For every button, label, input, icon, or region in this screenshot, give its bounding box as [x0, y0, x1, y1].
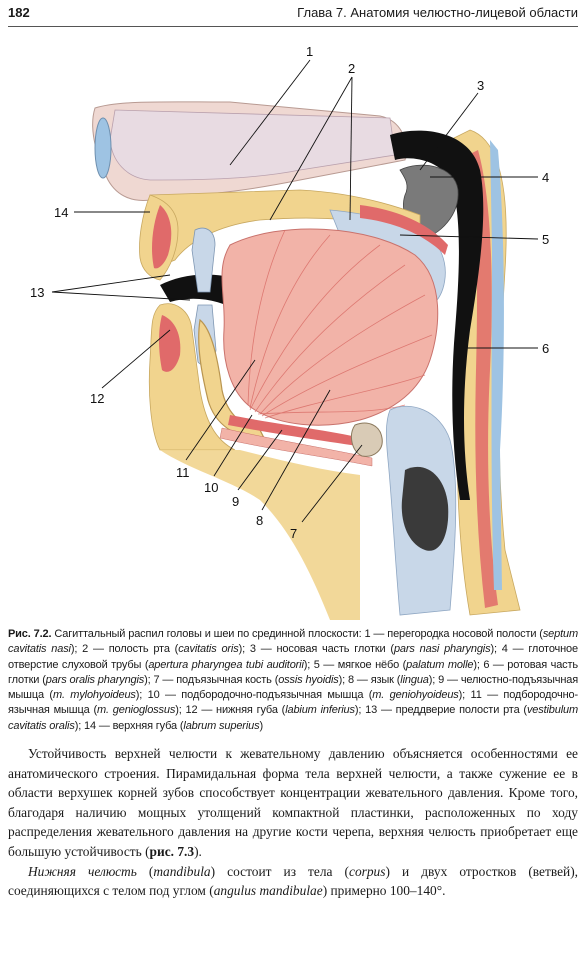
- tongue-fibers: [247, 229, 433, 419]
- callout-8: 8: [256, 513, 263, 528]
- caption-run: labrum superius: [183, 719, 260, 732]
- prevertebral-muscle: [468, 150, 498, 608]
- paragraph-1-text: Устойчивость верхней челюсти к жевательн…: [8, 746, 578, 859]
- callout-2: 2: [348, 61, 355, 76]
- caption-run: ); 3 — носовая часть глотки (: [238, 643, 395, 656]
- caption-run: labium inferius: [285, 704, 355, 717]
- paragraph-2-run: mandibula: [153, 863, 211, 879]
- caption-run: Сагиттальный распил головы и шеи по сред…: [51, 628, 543, 640]
- caption-run: ); 13 — преддверие полости рта (: [354, 704, 527, 717]
- figure-caption: Рис. 7.2. Сагиттальный распил головы и ш…: [8, 627, 578, 734]
- caption-run: m. mylohyoideus: [52, 689, 136, 702]
- caption-run: ); 4 — глоточное отверстие слуховой труб…: [8, 643, 578, 671]
- body-text: Устойчивость верхней челюсти к жевательн…: [8, 744, 578, 901]
- caption-run: ); 8 — язык (: [338, 673, 401, 686]
- paragraph-2-run: ) состоит из тела (: [210, 863, 350, 879]
- paragraph-2-run: ) и двух отростков (ветвей), соединяющих…: [8, 863, 578, 899]
- figure-label: Рис. 7.2.: [8, 628, 52, 640]
- caption-run: ); 12 — нижняя губа (: [175, 704, 286, 717]
- figure-reference: рис. 7.3: [149, 843, 195, 859]
- laryngeal-cavity: [401, 466, 449, 551]
- paragraph-2-run: Нижняя челюсть: [28, 863, 137, 879]
- caption-run: apertura pharyngea tubi auditorii: [148, 658, 304, 671]
- paragraph-1-end: ).: [194, 843, 202, 859]
- caption-run: ); 6 — ротовая часть глотки (: [8, 658, 578, 686]
- paragraph-2-run: angulus mandibulae: [213, 883, 323, 899]
- callout-1: 1: [306, 44, 313, 59]
- caption-run: m. genioglossus: [96, 704, 176, 717]
- anatomy-figure: 1 2 3 4 5 6 7 8 9 10 11 12 13 14: [0, 30, 586, 620]
- caption-run: ossis hyoidis: [278, 673, 339, 686]
- caption-run: ); 11 — подбородочно-язычная мышца (: [8, 689, 578, 717]
- mucosa-strip: [490, 140, 504, 590]
- paragraph-2-run: (: [136, 863, 154, 879]
- caption-run: ); 9 — челюстно-подъязычная мышца (: [8, 673, 579, 702]
- paragraph-2: Нижняя челюсть (mandibula) состоит из те…: [8, 862, 578, 901]
- neck-soft-tissue: [160, 450, 360, 620]
- page-header: 182 Глава 7. Анатомия челюстно-лицевой о…: [8, 4, 578, 27]
- caption-run: septum cavitatis nasi: [8, 628, 578, 656]
- callout-4: 4: [542, 170, 549, 185]
- geniohyoid-muscle: [228, 415, 372, 448]
- callout-6: 6: [542, 341, 549, 356]
- nasopharynx: [390, 130, 484, 500]
- hyoid-bone: [351, 422, 383, 457]
- callout-10: 10: [204, 480, 218, 495]
- paragraph-1: Устойчивость верхней челюсти к жевательн…: [8, 744, 578, 862]
- callout-9: 9: [232, 494, 239, 509]
- caption-run: pars oralis pharyngis: [45, 673, 145, 686]
- callout-5: 5: [542, 232, 549, 247]
- caption-run: ); 5 — мягкое нёбо (: [303, 658, 407, 671]
- callout-3: 3: [477, 78, 484, 93]
- caption-run: ); 10 — подбородочно-подъязычная мышца (: [135, 689, 373, 702]
- caption-run: ); 2 — полость рта (: [70, 643, 179, 656]
- caption-run: m. geniohyoideus: [372, 689, 459, 702]
- sagittal-section-illustration: 1 2 3 4 5 6 7 8 9 10 11 12 13 14: [30, 44, 549, 620]
- chapter-title: Глава 7. Анатомия челюстно-лицевой облас…: [297, 5, 578, 20]
- caption-text: Сагиттальный распил головы и шеи по сред…: [8, 628, 578, 732]
- caption-run: palatum molle: [406, 658, 474, 671]
- callout-11: 11: [176, 465, 190, 480]
- caption-run: ); 14 — верхняя губа (: [74, 719, 184, 732]
- tongue: [221, 228, 439, 426]
- upper-incisor: [191, 227, 216, 293]
- lower-lip-muscle: [159, 315, 181, 372]
- soft-palate-muscle: [360, 205, 448, 255]
- callout-12: 12: [90, 391, 104, 406]
- caption-run: vestibulum cavitatis oralis: [8, 704, 579, 732]
- paragraph-2-run: ) примерно 100–140°.: [322, 883, 446, 899]
- upper-lip-muscle: [152, 205, 172, 269]
- caption-run: cavitatis oris: [178, 643, 239, 656]
- callout-14: 14: [54, 205, 68, 220]
- callout-7: 7: [290, 526, 297, 541]
- nostril: [94, 117, 112, 179]
- caption-run: ): [259, 719, 263, 732]
- page-number: 182: [8, 5, 30, 20]
- nasal-septum: [109, 109, 396, 181]
- paragraph-2-run: corpus: [349, 863, 386, 879]
- leader-lines: [51, 59, 539, 523]
- mylohyoid-muscle: [219, 427, 373, 467]
- caption-run: lingua: [400, 673, 429, 686]
- callout-13: 13: [30, 285, 44, 300]
- caption-run: ); 7 — подъязычная кость (: [144, 673, 279, 686]
- caption-run: pars nasi pharyngis: [393, 643, 491, 656]
